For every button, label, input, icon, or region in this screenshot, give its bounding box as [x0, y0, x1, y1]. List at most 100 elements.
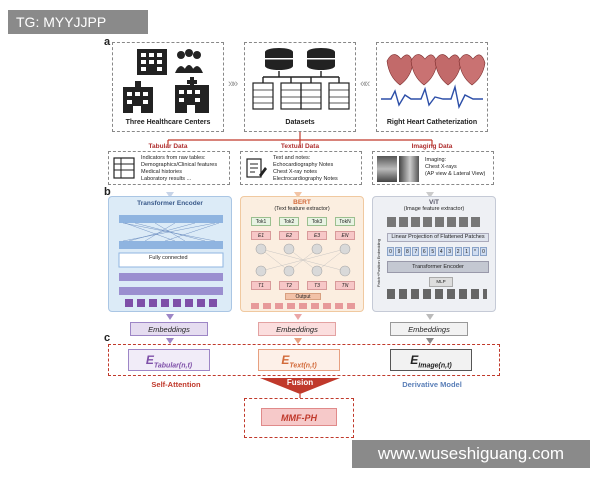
rhc-caption: Right Heart Catheterization — [386, 119, 478, 126]
tabular-embeddings-box: Embeddings — [130, 322, 208, 336]
textual-data-box: Text and notes: Echocardiography Notes C… — [240, 151, 362, 185]
heart-catheterization-icon — [381, 54, 486, 110]
vit-mlp-label: MLP — [429, 277, 453, 287]
tabular-line: Indicators from raw tables: — [141, 155, 206, 161]
vit-number-row: 0 9 8 7 6 5 4 3 2 1 * 0 — [387, 247, 487, 256]
bert-title: BERT — [293, 199, 311, 206]
tabular-line: Laboratory results ... — [141, 176, 192, 182]
imaging-line: Imaging: — [425, 157, 447, 163]
e-image-main: E — [410, 353, 419, 367]
vit-number: 2 — [454, 247, 462, 256]
bert-token: Tok1 — [251, 217, 271, 226]
datasets-box: Datasets — [244, 42, 356, 132]
vit-number: 0 — [387, 247, 394, 256]
textual-data-title: Textual Data — [280, 143, 320, 150]
tabular-line: Medical histories — [141, 169, 182, 175]
vit-number: 0 — [479, 247, 487, 256]
xray-ap-image — [377, 156, 397, 182]
imaging-line: Chest X-rays — [425, 164, 457, 170]
datasets-caption: Datasets — [285, 119, 315, 126]
bert-network-graphic — [255, 243, 351, 277]
vit-number: 7 — [412, 247, 420, 256]
e-text-main: E — [281, 353, 290, 367]
xray-lateral-image — [399, 156, 419, 182]
mmf-ph-box: MMF-PH — [261, 408, 337, 426]
tabular-data-title: Tabular Data — [148, 143, 188, 150]
bert-embedding-e: E2 — [279, 231, 299, 240]
vit-number: 8 — [403, 247, 411, 256]
mmf-ph-region: MMF-PH — [244, 398, 354, 438]
textual-line: Electrocardiography Notes — [273, 176, 338, 182]
transformer-network-graphic — [118, 215, 224, 307]
self-attention-label: Self-Attention — [151, 380, 201, 389]
bert-output-t: TN — [335, 281, 355, 290]
bert-embedding-e: E1 — [251, 231, 271, 240]
transformer-encoder-panel: Transformer Encoder Fully connected — [108, 196, 232, 312]
textual-lines: Text and notes: Echocardiography Notes C… — [273, 155, 338, 183]
vit-subtitle: (Image feature extractor) — [403, 206, 465, 212]
table-icon — [113, 157, 135, 179]
bert-output-t: T1 — [251, 281, 271, 290]
tabular-lines: Indicators from raw tables: Demographics… — [141, 155, 217, 183]
fully-connected-label: Fully connected — [149, 255, 188, 261]
text-embeddings-box: Embeddings — [258, 322, 336, 336]
vit-number: 4 — [437, 247, 445, 256]
imaging-lines: Imaging: Chest X-rays (AP view & Lateral… — [425, 157, 485, 178]
vit-output-vector — [387, 289, 487, 299]
panel-label-c: c — [104, 332, 111, 344]
bert-subtitle: (Text feature extractor) — [274, 206, 330, 212]
e-tabular-sub: Tabular(n,t) — [153, 362, 193, 370]
chevrons-left-icon: «« — [360, 78, 370, 90]
bert-embedding-e: EN — [335, 231, 355, 240]
bert-token: Tok2 — [279, 217, 299, 226]
e-tabular-main: E — [145, 353, 154, 367]
fusion-region — [108, 344, 500, 376]
e-image-output: EImage(n,t) — [390, 349, 472, 371]
vit-number: 5 — [429, 247, 437, 256]
imaging-data-box: Imaging: Chest X-rays (AP view & Lateral… — [372, 151, 494, 185]
e-text-sub: Text(n,t) — [289, 362, 317, 370]
vit-number: 6 — [420, 247, 428, 256]
bert-output-t: T2 — [279, 281, 299, 290]
document-pen-icon — [246, 158, 267, 178]
image-patches — [387, 217, 483, 227]
e-text-output: EText(n,t) — [258, 349, 340, 371]
panel-label-b: b — [104, 186, 111, 198]
vit-panel: ViT (Image feature extractor) Patch+Posi… — [372, 196, 496, 312]
bert-output-box: Output — [285, 293, 321, 300]
bert-panel: BERT (Text feature extractor) Tok1 Tok2 … — [240, 196, 364, 312]
bert-output-vector — [251, 303, 355, 309]
e-tabular-output: ETabular(n,t) — [128, 349, 210, 371]
transformer-encoder-title: Transformer Encoder — [137, 200, 203, 207]
vit-number: 3 — [446, 247, 454, 256]
vit-encoder-label: Transformer Encoder — [387, 261, 489, 273]
image-embeddings-box: Embeddings — [390, 322, 468, 336]
bert-output-t: T3 — [307, 281, 327, 290]
bert-token: Tok3 — [307, 217, 327, 226]
derivative-model-label: Derivative Model — [402, 380, 462, 389]
vit-number: 1 — [463, 247, 471, 256]
watermark-top: TG: MYYJJPP — [8, 10, 148, 34]
vit-side-label: Patch+Position Embedding — [376, 239, 381, 288]
centers-caption: Three Healthcare Centers — [125, 119, 211, 126]
vit-projection-label: Linear Projection of Flattened Patches — [387, 233, 489, 242]
bert-embedding-e: E3 — [307, 231, 327, 240]
bert-token: TokN — [335, 217, 355, 226]
imaging-line: (AP view & Lateral View) — [425, 171, 486, 177]
e-image-sub: Image(n,t) — [418, 362, 452, 370]
vit-title: ViT — [429, 199, 439, 206]
database-icon — [252, 48, 350, 110]
textual-line: Text and notes: — [273, 155, 311, 161]
textual-line: Echocardiography Notes — [273, 162, 334, 168]
fusion-label: Fusion — [286, 378, 314, 387]
panel-label-a: a — [104, 36, 111, 48]
chevrons-right-icon: »» — [228, 78, 238, 90]
hospital-buildings-icon — [123, 49, 209, 113]
vit-number: 9 — [395, 247, 403, 256]
healthcare-centers-box: Three Healthcare Centers — [112, 42, 224, 132]
vit-number: * — [471, 247, 479, 256]
textual-line: Chest X-ray notes — [273, 169, 318, 175]
rhc-box: Right Heart Catheterization — [376, 42, 488, 132]
watermark-bottom: www.wuseshiguang.com — [352, 440, 590, 468]
